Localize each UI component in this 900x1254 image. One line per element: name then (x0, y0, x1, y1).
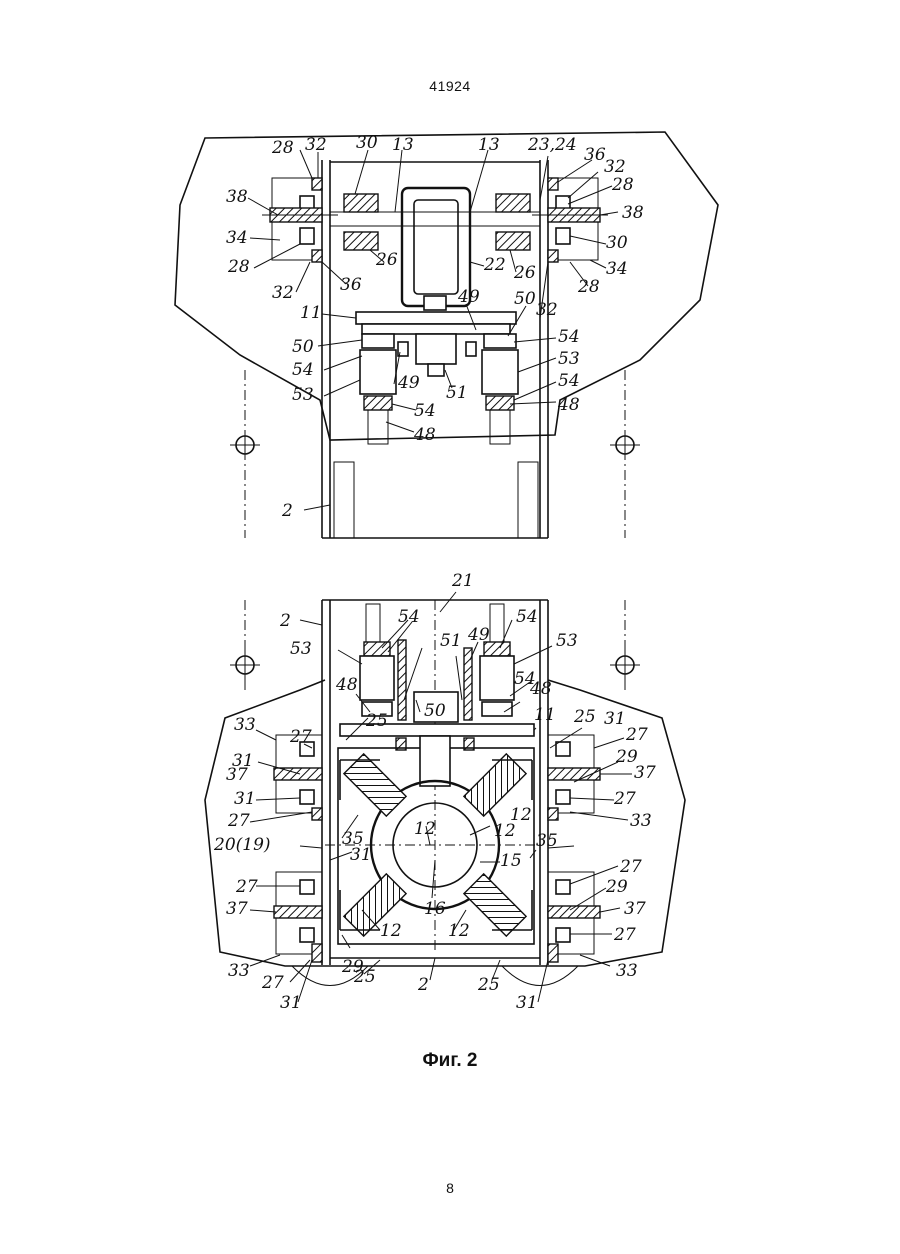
part-label: 53 (558, 349, 580, 369)
part-label: 12 (380, 921, 402, 941)
part-label: 28 (611, 175, 634, 195)
part-label: 37 (226, 765, 248, 785)
part-label: 15 (500, 851, 522, 871)
part-label: 33 (616, 961, 638, 981)
part-label: 11 (534, 705, 556, 725)
part-label: 32 (305, 135, 327, 155)
part-label: 31 (350, 845, 372, 865)
part-label: 53 (556, 631, 578, 651)
part-label: 12 (414, 819, 436, 839)
part-label: 25 (365, 711, 388, 731)
part-label: 34 (606, 259, 628, 279)
bottom-view (205, 600, 685, 986)
part-label: 27 (289, 727, 312, 747)
part-label: 27 (613, 925, 636, 945)
labels-bottom: 21 2 54 54 49 53 53 51 48 48 50 54 11 25… (213, 571, 656, 1013)
part-label: 23,24 (527, 135, 577, 155)
part-label: 16 (424, 899, 446, 919)
top-view (175, 132, 718, 538)
part-label: 34 (226, 228, 248, 248)
part-label: 53 (290, 639, 312, 659)
part-label: 11 (300, 303, 322, 323)
part-label: 26 (375, 250, 398, 270)
part-label: 30 (356, 133, 378, 153)
leader-lines (248, 150, 632, 1002)
part-label: 31 (280, 993, 302, 1013)
part-label: 50 (514, 289, 536, 309)
part-label: 50 (292, 337, 314, 357)
part-label: 27 (625, 725, 648, 745)
part-label: 12 (448, 921, 470, 941)
part-label: 49 (397, 373, 420, 393)
part-label: 37 (624, 899, 646, 919)
part-label: 51 (446, 383, 468, 403)
part-label: 54 (558, 327, 580, 347)
part-label: 20(19) (213, 835, 271, 855)
part-label: 13 (478, 135, 500, 155)
part-label: 49 (457, 287, 480, 307)
part-label: 32 (604, 157, 626, 177)
part-label: 25 (477, 975, 500, 995)
part-label: 37 (634, 763, 656, 783)
part-label: 2 (417, 975, 429, 995)
part-label: 13 (392, 135, 414, 155)
part-label: 31 (516, 993, 538, 1013)
part-label: 28 (227, 257, 250, 277)
part-label: 27 (619, 857, 642, 877)
part-label: 35 (536, 831, 558, 851)
part-label: 37 (226, 899, 248, 919)
part-label: 28 (577, 277, 600, 297)
part-label: 48 (335, 675, 358, 695)
part-label: 31 (604, 709, 626, 729)
part-label: 33 (228, 961, 250, 981)
figure-caption: Фиг. 2 (0, 1050, 900, 1072)
part-label: 33 (630, 811, 652, 831)
part-label: 2 (281, 501, 293, 521)
part-label: 30 (606, 233, 628, 253)
part-label: 54 (292, 360, 314, 380)
part-label: 25 (353, 967, 376, 987)
part-label: 54 (398, 607, 420, 627)
part-label: 25 (573, 707, 596, 727)
part-label: 48 (557, 395, 580, 415)
part-label: 12 (510, 805, 532, 825)
part-label: 53 (292, 385, 314, 405)
part-label: 54 (414, 401, 436, 421)
part-label: 38 (226, 187, 248, 207)
part-label: 50 (424, 701, 446, 721)
part-label: 38 (622, 203, 644, 223)
part-label: 32 (272, 283, 294, 303)
part-label: 36 (584, 145, 606, 165)
part-label: 27 (235, 877, 258, 897)
part-label: 27 (613, 789, 636, 809)
part-label: 28 (271, 138, 294, 158)
part-label: 32 (536, 300, 558, 320)
part-label: 27 (227, 811, 250, 831)
part-label: 27 (261, 973, 284, 993)
part-label: 49 (467, 625, 490, 645)
page-number: 8 (0, 1180, 900, 1196)
part-label: 21 (451, 571, 474, 591)
part-label: 2 (279, 611, 291, 631)
part-label: 29 (605, 877, 628, 897)
part-label: 51 (440, 631, 462, 651)
part-label: 36 (340, 275, 362, 295)
part-label: 54 (514, 669, 536, 689)
part-label: 22 (483, 255, 506, 275)
part-label: 48 (413, 425, 436, 445)
part-label: 54 (558, 371, 580, 391)
part-label: 31 (234, 789, 256, 809)
part-label: 26 (513, 263, 536, 283)
part-label: 33 (234, 715, 256, 735)
part-label: 54 (516, 607, 538, 627)
